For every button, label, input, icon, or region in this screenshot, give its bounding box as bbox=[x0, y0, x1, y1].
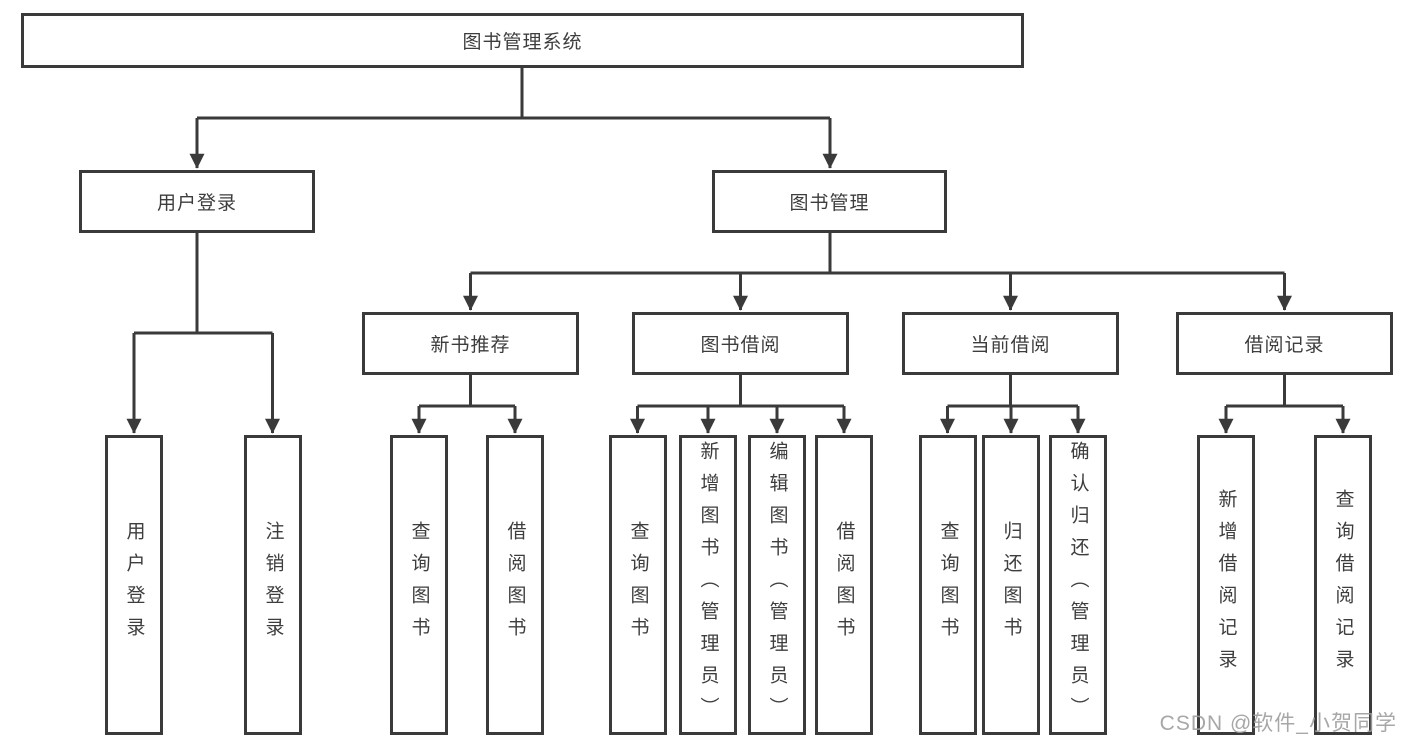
leaf-user-login: 用户登录 bbox=[105, 435, 163, 735]
leaf-borrow-edit-books-admin: 编辑图书（管理员） bbox=[748, 435, 806, 735]
node-book-management: 图书管理 bbox=[712, 170, 947, 233]
leaf-records-add-record: 新增借阅记录 bbox=[1197, 435, 1255, 735]
leaf-borrow-add-books-admin: 新增图书（管理员） bbox=[679, 435, 737, 735]
leaf-newrec-query-books: 查询图书 bbox=[390, 435, 448, 735]
leaf-current-return-books: 归还图书 bbox=[982, 435, 1040, 735]
node-user-login: 用户登录 bbox=[79, 170, 315, 233]
leaf-records-query-record: 查询借阅记录 bbox=[1314, 435, 1372, 735]
node-current-borrowing: 当前借阅 bbox=[902, 312, 1119, 375]
node-borrow-records: 借阅记录 bbox=[1176, 312, 1393, 375]
leaf-borrow-query-books: 查询图书 bbox=[609, 435, 667, 735]
node-book-borrowing: 图书借阅 bbox=[632, 312, 849, 375]
leaf-current-query-books: 查询图书 bbox=[919, 435, 977, 735]
node-library-system: 图书管理系统 bbox=[21, 13, 1024, 68]
leaf-current-confirm-return-admin: 确认归还（管理员） bbox=[1049, 435, 1107, 735]
csdn-watermark: CSDN @软件_小贺同学 bbox=[1159, 712, 1397, 735]
leaf-borrow-borrow-books: 借阅图书 bbox=[815, 435, 873, 735]
node-new-book-recommend: 新书推荐 bbox=[362, 312, 579, 375]
leaf-newrec-borrow-books: 借阅图书 bbox=[486, 435, 544, 735]
leaf-logout: 注销登录 bbox=[244, 435, 302, 735]
